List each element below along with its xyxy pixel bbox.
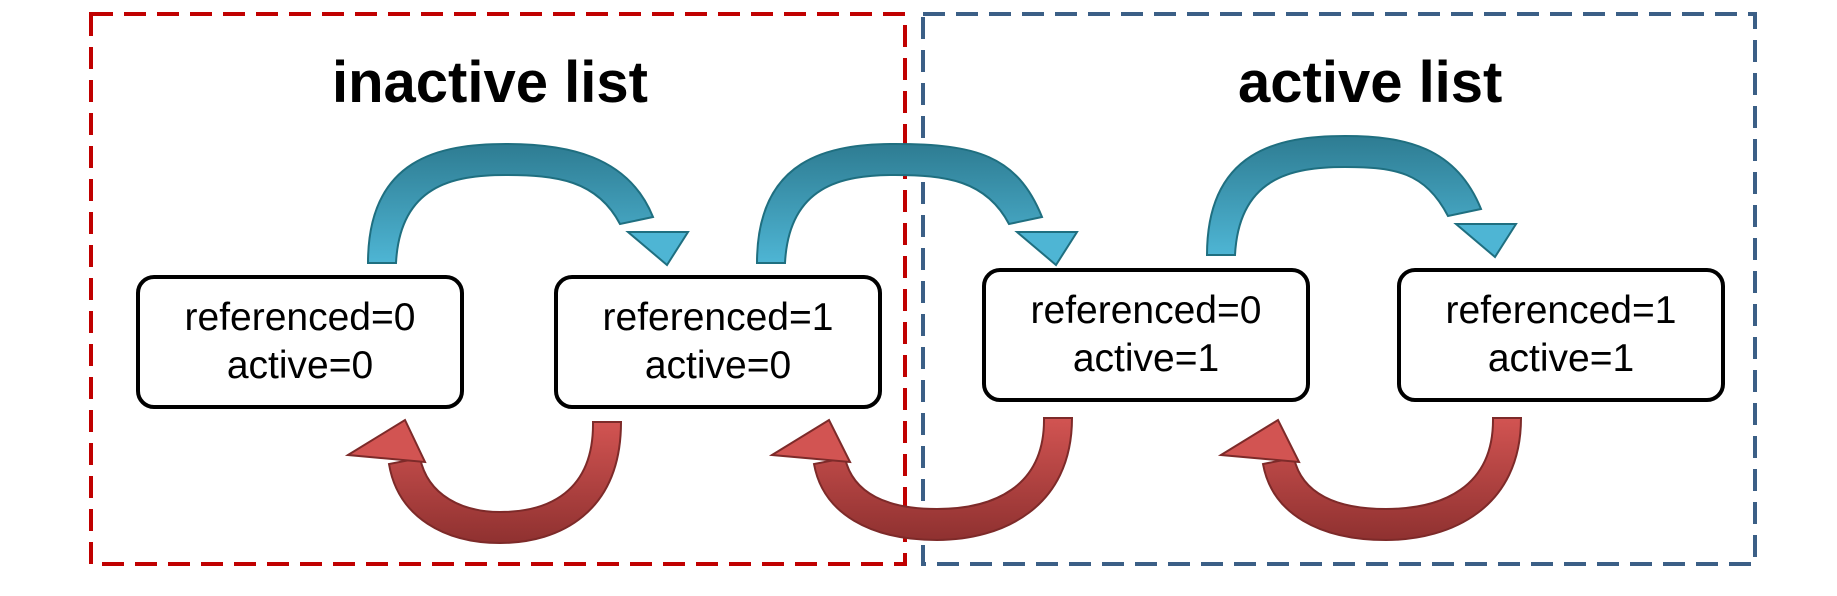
backward-arrow-head: [1217, 418, 1301, 464]
backward-arrow-shaft: [1261, 417, 1523, 542]
state-box-active-referenced: referenced=1 active=1: [1397, 268, 1725, 402]
backward-arrow-shaft: [387, 421, 623, 545]
backward-arrow-referenced-to-inactive: [344, 418, 623, 545]
forward-arrow-head: [1014, 231, 1079, 267]
state-referenced-flag: referenced=0: [184, 296, 416, 340]
forward-arrow-shaft: [1205, 134, 1483, 256]
state-box-inactive-unreferenced: referenced=0 active=0: [136, 275, 464, 409]
forward-arrow-inactive-to-active: [755, 142, 1079, 267]
backward-arrow-shaft: [812, 417, 1074, 542]
backward-arrow-head: [344, 418, 427, 464]
state-active-flag: active=0: [644, 344, 792, 387]
forward-arrow-shaft: [366, 142, 655, 264]
forward-arrow-shaft: [755, 142, 1044, 264]
state-active-flag: active=0: [226, 344, 374, 387]
active-list-title: active list: [1238, 50, 1503, 115]
forward-arrow-head: [625, 231, 690, 267]
state-box-inactive-referenced: referenced=1 active=0: [554, 275, 882, 409]
state-active-flag: active=1: [1487, 337, 1635, 380]
forward-arrow-head: [1453, 223, 1518, 259]
state-referenced-flag: referenced=1: [602, 296, 834, 340]
active-list-region: [921, 12, 1757, 566]
state-referenced-flag: referenced=0: [1030, 289, 1262, 333]
state-active-flag: active=1: [1072, 337, 1220, 380]
state-box-active-unreferenced: referenced=0 active=1: [982, 268, 1310, 402]
backward-arrow-head: [768, 418, 852, 464]
backward-arrow-referenced-to-active: [1217, 417, 1523, 542]
forward-arrow-active-to-referenced: [1205, 134, 1518, 259]
backward-arrow-active-to-inactive: [768, 417, 1074, 542]
state-referenced-flag: referenced=1: [1445, 289, 1677, 333]
inactive-list-region: [89, 12, 907, 566]
forward-arrow-inactive-to-referenced: [366, 142, 690, 267]
inactive-list-title: inactive list: [332, 50, 648, 115]
